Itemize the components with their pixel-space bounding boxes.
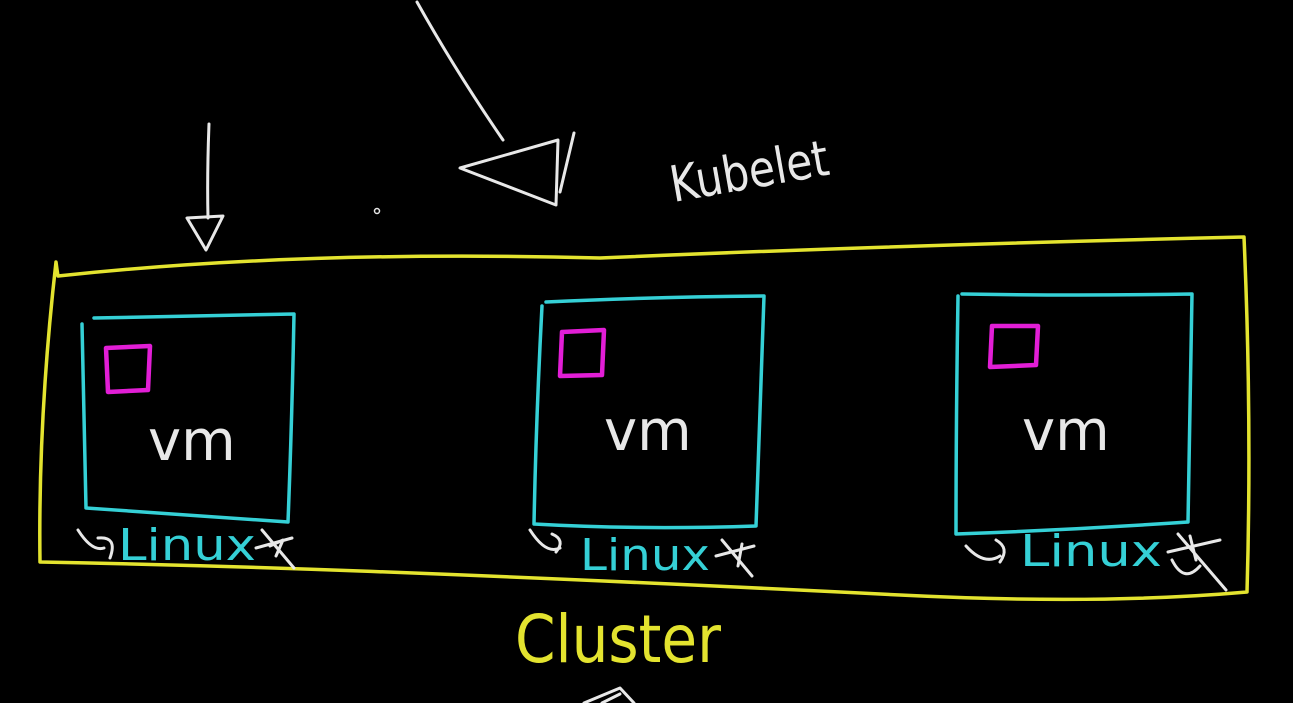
star-mark-3 — [1166, 532, 1228, 592]
container-square-2 — [557, 327, 607, 379]
kubelet-label: Kubelet — [665, 129, 833, 214]
vm-node-2: vm Linux — [528, 294, 766, 581]
linux-arrow-1 — [76, 528, 114, 560]
vm-node-3: vm Linux — [954, 292, 1228, 592]
down-arrow-icon — [185, 122, 225, 252]
vm-border-1 — [80, 312, 296, 524]
bottom-arrow-fragment — [582, 686, 636, 703]
diagonal-arrow-icon — [415, 0, 576, 207]
vm-label-2: vm — [604, 399, 692, 464]
vm-node-1: vm Linux — [76, 312, 296, 571]
os-label-1: Linux — [118, 520, 256, 571]
cluster-border — [38, 235, 1251, 602]
os-label-3: Linux — [1020, 526, 1162, 577]
container-square-1 — [103, 343, 153, 395]
star-mark-1 — [254, 528, 296, 570]
container-square-3 — [987, 323, 1041, 370]
vm-border-3 — [954, 292, 1194, 536]
star-mark-2 — [714, 538, 756, 578]
stray-dot — [373, 207, 381, 215]
vm-label-3: vm — [1022, 399, 1110, 464]
vm-border-2 — [532, 294, 766, 530]
cluster-label: Cluster — [515, 601, 722, 678]
linux-arrow-2 — [528, 528, 562, 554]
linux-arrow-3 — [964, 538, 1006, 564]
os-label-2: Linux — [580, 530, 710, 581]
vm-label-1: vm — [148, 409, 236, 474]
